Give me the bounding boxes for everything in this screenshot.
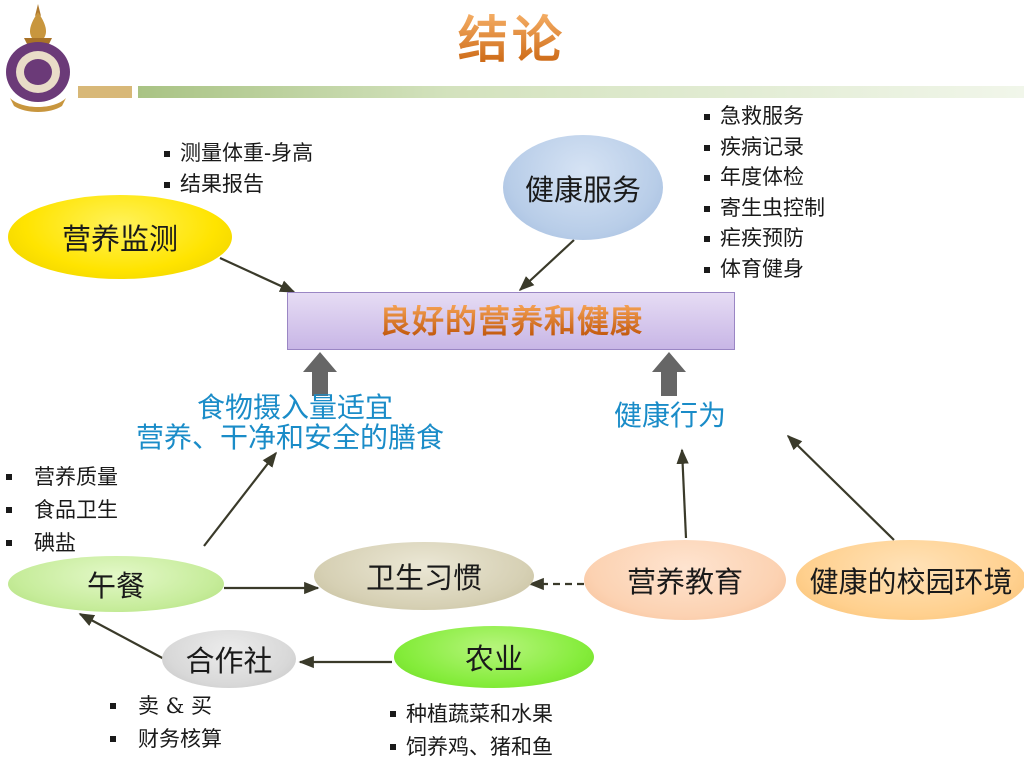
good-nutrition-health-box: 良好的营养和健康 bbox=[287, 292, 735, 350]
list-lunch-items: 营养质量 食品卫生 碘盐 bbox=[6, 461, 118, 560]
list-cooperative-items: 卖 & 买 财务核算 bbox=[110, 690, 222, 756]
label-safe-diet: 营养、干净和安全的膳食 bbox=[136, 421, 445, 454]
list-item: 测量体重-身高 bbox=[164, 138, 313, 169]
list-item: 年度体检 bbox=[704, 162, 825, 193]
node-healthy-campus: 健康的校园环境 bbox=[796, 540, 1024, 620]
thick-arrow-left-up bbox=[303, 352, 337, 396]
list-item: 结果报告 bbox=[164, 169, 313, 200]
node-lunch: 午餐 bbox=[8, 556, 224, 612]
list-item: 食品卫生 bbox=[6, 494, 118, 527]
arrow-cooperative-to-lunch bbox=[78, 613, 167, 661]
list-item: 营养质量 bbox=[6, 461, 118, 494]
arrow-lunch-to-food-intake bbox=[203, 451, 277, 547]
node-nutrition-monitoring: 营养监测 bbox=[8, 195, 232, 279]
arrow-monitoring-to-center bbox=[219, 257, 296, 293]
list-item: 财务核算 bbox=[110, 723, 222, 756]
list-health-service-items: 急救服务 疾病记录 年度体检 寄生虫控制 疟疾预防 体育健身 bbox=[704, 101, 825, 284]
arrow-campus-to-behavior bbox=[786, 434, 895, 541]
list-item: 寄生虫控制 bbox=[704, 193, 825, 224]
arrow-services-to-center bbox=[518, 239, 575, 292]
list-item: 饲养鸡、猪和鱼 bbox=[390, 731, 553, 764]
node-agriculture: 农业 bbox=[394, 626, 594, 688]
node-hygiene-habits: 卫生习惯 bbox=[314, 542, 534, 610]
list-item: 卖 & 买 bbox=[110, 690, 222, 723]
emblem-logo bbox=[6, 4, 70, 112]
title-underline-left bbox=[78, 86, 132, 98]
list-item: 急救服务 bbox=[704, 101, 825, 132]
list-monitoring-items: 测量体重-身高 结果报告 bbox=[164, 138, 313, 200]
list-item: 碘盐 bbox=[6, 527, 118, 560]
node-nutrition-education: 营养教育 bbox=[584, 540, 786, 620]
page-title: 结论 bbox=[458, 10, 566, 69]
thick-arrow-right-up bbox=[652, 352, 686, 396]
arrow-education-to-behavior bbox=[676, 448, 689, 539]
list-agriculture-items: 种植蔬菜和水果 饲养鸡、猪和鱼 bbox=[390, 698, 553, 764]
node-health-services: 健康服务 bbox=[503, 135, 663, 240]
list-item: 种植蔬菜和水果 bbox=[390, 698, 553, 731]
title-underline-right bbox=[138, 86, 1024, 98]
list-item: 疾病记录 bbox=[704, 132, 825, 163]
label-health-behavior: 健康行为 bbox=[614, 399, 727, 432]
list-item: 疟疾预防 bbox=[704, 223, 825, 254]
list-item: 体育健身 bbox=[704, 254, 825, 285]
label-food-intake: 食物摄入量适宜 bbox=[197, 391, 394, 424]
node-cooperative: 合作社 bbox=[162, 630, 296, 688]
